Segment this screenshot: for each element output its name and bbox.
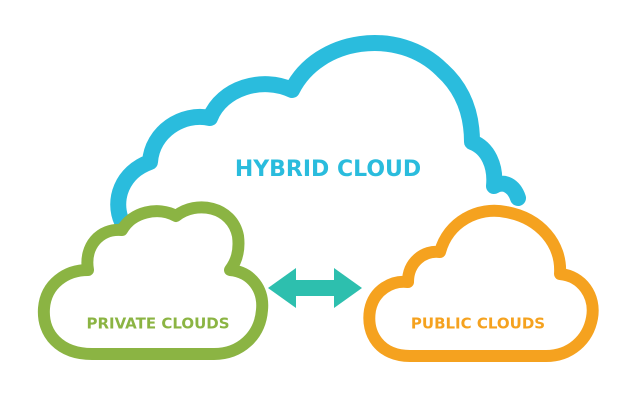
private-clouds-label: PRIVATE CLOUDS [86, 315, 229, 333]
public-cloud-outline [363, 204, 599, 362]
hybrid-cloud-outline [110, 35, 526, 230]
double-arrow-icon [268, 268, 362, 308]
private-cloud-outline [37, 201, 269, 360]
public-clouds-label: PUBLIC CLOUDS [411, 315, 545, 333]
hybrid-cloud-label: HYBRID CLOUD [235, 157, 421, 182]
